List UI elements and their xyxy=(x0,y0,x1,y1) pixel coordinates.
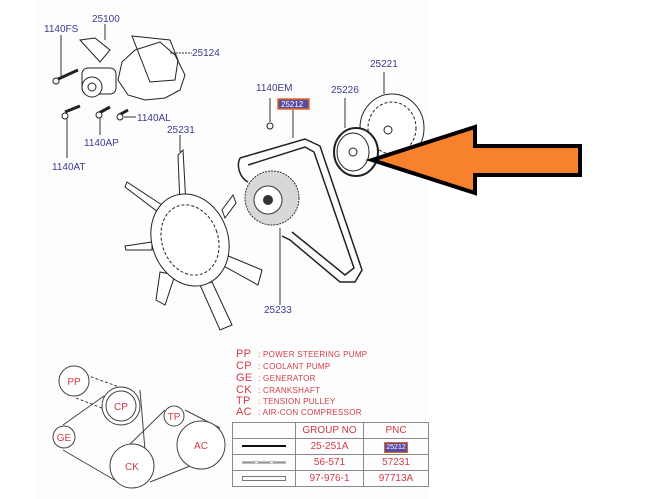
table-row: 25-251A 25212 xyxy=(232,438,429,455)
legend-desc: : COOLANT PUMP xyxy=(258,362,331,371)
drive-belt xyxy=(239,138,363,283)
legend-desc: : CRANKSHAFT xyxy=(258,386,321,395)
table-header-line xyxy=(232,422,296,439)
legend-item: PP : POWER STEERING PUMP xyxy=(236,348,367,360)
legend-code: CK xyxy=(236,384,252,396)
cooling-fan xyxy=(124,148,263,331)
label-1140AP: 1140AP xyxy=(84,138,119,149)
legend-item: CK : CRANKSHAFT xyxy=(236,384,320,396)
legend-desc: : AIR-CON COMPRESSOR xyxy=(258,408,362,417)
fan-clutch xyxy=(244,170,300,226)
pnc-cell[interactable]: 57231 xyxy=(363,454,429,471)
legend-item: GE : GENERATOR xyxy=(236,372,316,384)
pulley-tp xyxy=(163,405,185,427)
pulley-ck xyxy=(109,443,155,489)
highlight-box-25212 xyxy=(277,98,310,110)
legend-code: GE xyxy=(236,372,253,384)
label-1140EM: 1140EM xyxy=(256,83,293,94)
pulley-label-tp: TP xyxy=(168,412,181,423)
label-1140AT: 1140AT xyxy=(52,162,86,173)
table-header-row: GROUP NO PNC xyxy=(232,422,429,439)
legend-code: TP xyxy=(236,395,251,407)
group-no-cell[interactable]: 25-251A xyxy=(295,438,364,455)
legend-code: AC xyxy=(236,406,252,418)
label-25226: 25226 xyxy=(331,85,359,96)
pulley-pp xyxy=(58,365,90,397)
group-no-cell[interactable]: 56-571 xyxy=(295,454,364,471)
bolts xyxy=(52,68,274,130)
pulley-label-ck: CK xyxy=(125,462,139,473)
belt-routing-schematic xyxy=(52,365,226,489)
table-header-group-no: GROUP NO xyxy=(295,422,364,439)
label-25221: 25221 xyxy=(370,59,398,70)
pulley-ge xyxy=(52,425,76,449)
belt-group-table: GROUP NO PNC 25-251A 25212 56-571 57231 … xyxy=(232,422,429,487)
legend-desc: : GENERATOR xyxy=(258,374,316,383)
label-1140AL: 1140AL xyxy=(137,113,171,124)
pulley-label-ac: AC xyxy=(194,441,208,452)
label-25212: 25212 xyxy=(281,100,304,109)
group-no-cell[interactable]: 97-976-1 xyxy=(295,470,364,487)
legend-code: CP xyxy=(236,360,252,372)
dashed-line-symbol xyxy=(242,460,286,464)
pulley-label-ge: GE xyxy=(57,433,72,444)
legend-desc: : TENSION PULLEY xyxy=(258,397,336,406)
legend-desc: : POWER STEERING PUMP xyxy=(258,350,368,359)
label-1140FS: 1140FS xyxy=(44,24,79,35)
pulley-25226 xyxy=(333,127,379,177)
legend-item: CP : COOLANT PUMP xyxy=(236,360,331,372)
pnc-highlighted[interactable]: 25212 xyxy=(384,441,408,453)
label-25233: 25233 xyxy=(264,305,292,316)
legend-code: PP xyxy=(236,348,252,360)
label-25124: 25124 xyxy=(192,48,220,59)
double-line-symbol xyxy=(242,475,286,481)
table-row: 56-571 57231 xyxy=(232,454,429,471)
solid-line-symbol xyxy=(242,445,286,448)
label-25100: 25100 xyxy=(92,14,120,25)
legend-item: TP : TENSION PULLEY xyxy=(236,395,336,407)
pnc-cell[interactable]: 97713A xyxy=(363,470,429,487)
legend-item: AC : AIR-CON COMPRESSOR xyxy=(236,406,362,418)
orange-pointer-arrow xyxy=(365,124,582,196)
label-25231: 25231 xyxy=(167,125,195,136)
table-header-pnc: PNC xyxy=(363,422,429,439)
water-pump xyxy=(78,35,186,101)
pulley-label-pp: PP xyxy=(67,377,81,388)
table-row: 97-976-1 97713A xyxy=(232,470,429,487)
pulley-label-cp: CP xyxy=(114,402,128,413)
pulley-ac xyxy=(176,420,226,470)
